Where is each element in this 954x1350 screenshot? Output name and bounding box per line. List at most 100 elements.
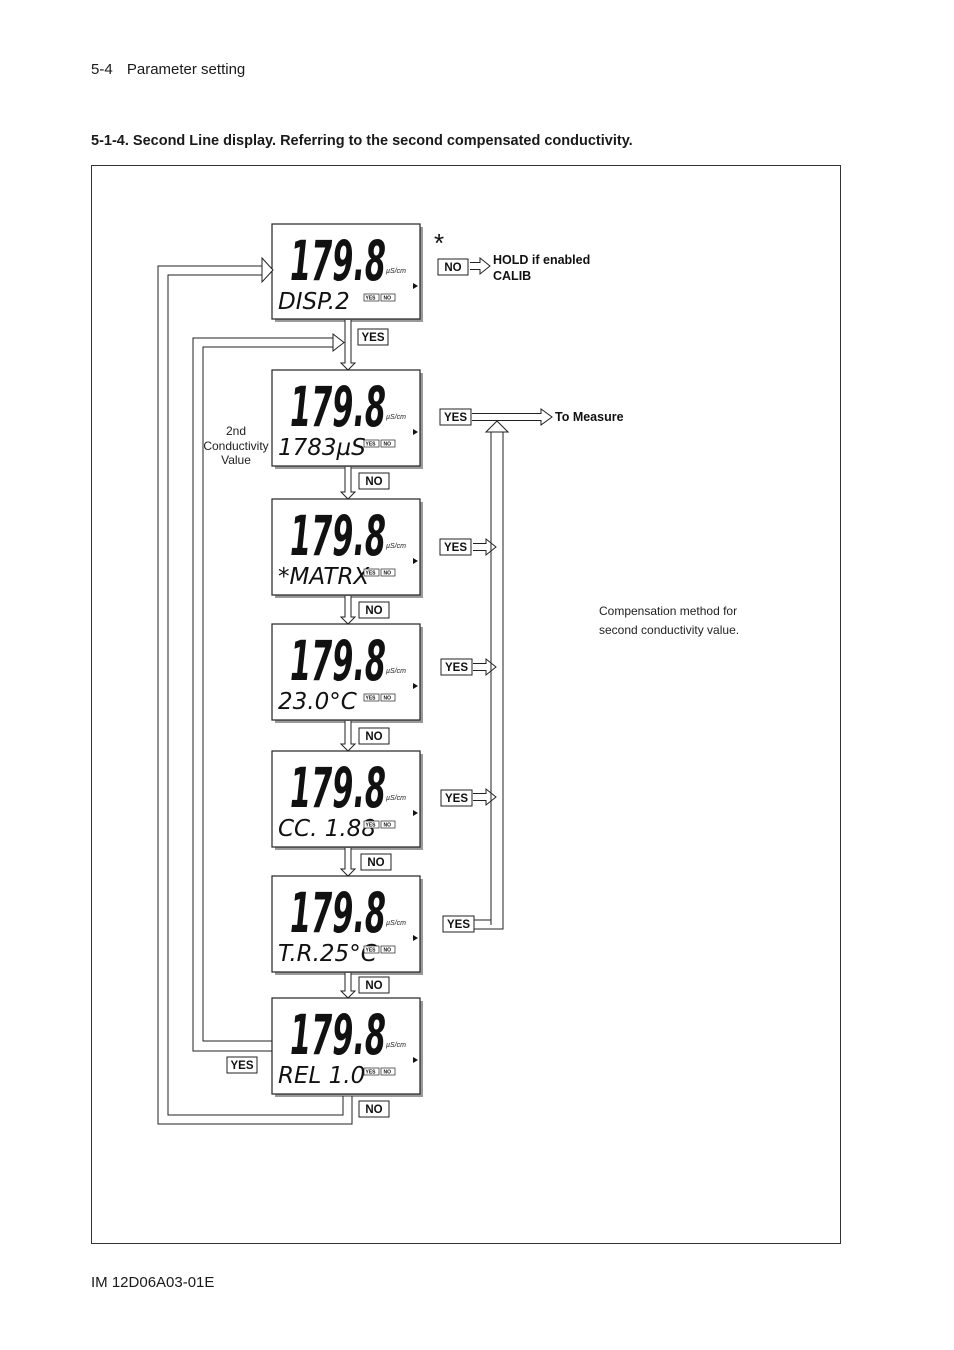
lcd-sub-reading: REL 1.0 (278, 1063, 365, 1089)
no-label: NO (358, 472, 390, 490)
lcd-sub-reading: 1783µS (278, 435, 366, 461)
calib-label: CALIB (493, 269, 531, 283)
lcd-main-reading: 179.8 (290, 504, 386, 568)
lcd-yes-tag-label: YES (366, 696, 377, 702)
lcd-main-reading: 179.8 (290, 229, 386, 293)
no-label-text: NO (365, 476, 382, 488)
lcd-frame (271, 498, 421, 596)
yes-label-frame (440, 789, 473, 807)
yes-label-text: YES (230, 1060, 253, 1072)
yes-label-frame (226, 1056, 258, 1074)
lcd-no-tag-label: NO (384, 696, 392, 702)
lcd-main-reading: 179.8 (290, 756, 386, 820)
no-label-frame (358, 976, 390, 994)
collector-line (490, 432, 504, 925)
lcd-no-tag (380, 693, 396, 702)
no-label-text: NO (365, 731, 382, 743)
lcd-no-tag-label: NO (384, 442, 392, 448)
lcd-no-tag (380, 293, 396, 302)
yes-label-frame (440, 658, 473, 676)
lcd-yes-tag-label: YES (366, 1070, 377, 1076)
figure-frame (91, 165, 841, 1244)
lcd-yes-tag-label: YES (366, 296, 377, 302)
no-label: NO (358, 976, 390, 994)
down-arrow-icon (339, 721, 357, 752)
second-cond-label-1: 2nd (226, 424, 246, 438)
lcd-marker-icon (413, 935, 418, 941)
to-measure-label: To Measure (555, 410, 624, 424)
page-header-title: Parameter setting (126, 61, 246, 78)
loop-line-outer-inner (167, 274, 344, 1116)
lcd-yes-tag (363, 439, 380, 448)
yes-label: YES (439, 538, 472, 556)
yes-label: YES (440, 789, 473, 807)
no-label-text: NO (367, 857, 384, 869)
lcd-main-reading: 179.8 (290, 629, 386, 693)
lcd-sub-reading: 23.0°C (278, 689, 357, 715)
lcd-no-tag-label: NO (384, 1070, 392, 1076)
right-arrow-icon (470, 256, 491, 276)
lcd-unit: µS/cm (386, 1042, 406, 1049)
no-label: NO (358, 601, 390, 619)
yes-label: YES (357, 328, 389, 346)
lcd-yes-tag-label: YES (366, 571, 377, 577)
down-arrow-icon (339, 596, 357, 625)
no-label-text: NO (444, 262, 461, 274)
lcd-marker-icon (413, 429, 418, 435)
lcd-main-reading: 179.8 (290, 881, 386, 945)
lcd-no-tag (380, 945, 396, 954)
page-header: 5-4 Parameter setting (91, 61, 245, 78)
compensation-note-2: second conductivity value. (599, 623, 739, 637)
lcd-sub-reading: CC. 1.88 (278, 816, 376, 842)
lcd-yes-tag-label: YES (366, 823, 377, 829)
loop-line-inner (192, 337, 333, 1052)
lcd-no-tag-label: NO (384, 296, 392, 302)
lcd-no-tag-label: NO (384, 571, 392, 577)
lcd-frame (271, 750, 421, 848)
lcd-frame (271, 623, 421, 721)
lcd-no-tag (380, 1067, 396, 1076)
lcd-no-tag-label: NO (384, 823, 392, 829)
lcd-frame (271, 997, 421, 1095)
loop-arrow-icon (261, 256, 274, 284)
join-line (472, 919, 504, 930)
lcd-no-tag-label: NO (384, 948, 392, 954)
lcd-yes-tag-label: YES (366, 948, 377, 954)
second-cond-label-2: Conductivity (203, 439, 268, 453)
lcd-frame (271, 875, 421, 973)
no-label-text: NO (365, 980, 382, 992)
lcd-yes-tag (363, 945, 380, 954)
yes-label-frame (439, 408, 472, 426)
down-arrow-icon (339, 320, 357, 371)
lcd-marker-icon (413, 810, 418, 816)
no-label: NO (437, 258, 469, 276)
down-arrow-icon (339, 973, 357, 999)
lcd-yes-tag-label: YES (366, 442, 377, 448)
lcd-main-reading: 179.8 (290, 375, 386, 439)
yes-label-frame (439, 538, 472, 556)
yes-label-text: YES (361, 332, 384, 344)
lcd-unit: µS/cm (386, 920, 406, 927)
yes-label: YES (226, 1056, 258, 1074)
lcd-unit: µS/cm (386, 795, 406, 802)
no-label: NO (360, 853, 392, 871)
no-label-frame (358, 1100, 390, 1118)
no-label: NO (358, 727, 390, 745)
yes-label: YES (442, 915, 475, 933)
lcd-unit: µS/cm (386, 414, 406, 421)
lcd-unit: µS/cm (386, 668, 406, 675)
compensation-note-1: Compensation method for (599, 604, 737, 618)
lcd-yes-tag (363, 693, 380, 702)
lcd-unit: µS/cm (386, 543, 406, 550)
no-label-frame (358, 472, 390, 490)
loop-line-inner-2 (202, 346, 333, 1042)
asterisk-mark: * (434, 228, 444, 258)
lcd-no-tag (380, 439, 396, 448)
section-title: 5-1-4. Second Line display. Referring to… (91, 133, 633, 149)
yes-label-text: YES (444, 412, 467, 424)
